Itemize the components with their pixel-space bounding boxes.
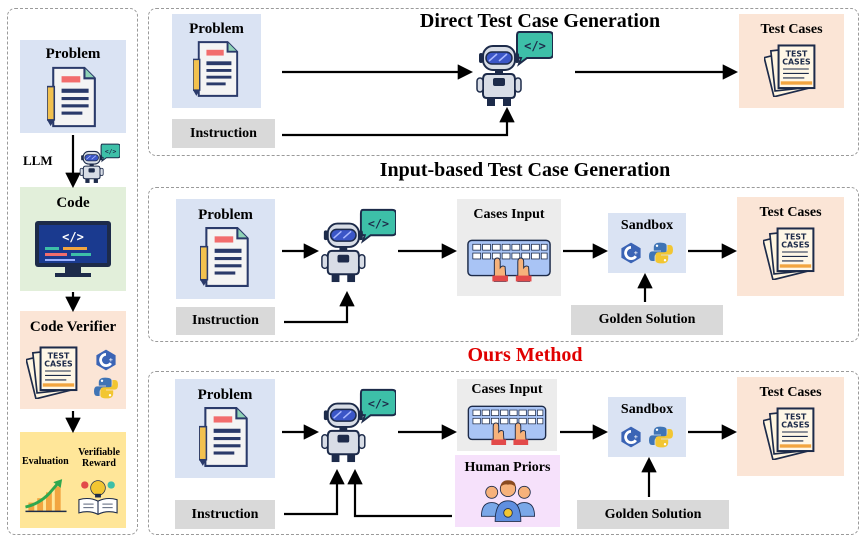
direct-test-cases-label: Test Cases xyxy=(760,22,823,37)
direct-title: Direct Test Case Generation xyxy=(419,10,661,32)
ours-problem-label: Problem xyxy=(197,387,253,403)
reward-book-icon xyxy=(76,476,120,516)
input-based-panel xyxy=(148,187,859,342)
ours-problem-document-icon xyxy=(199,406,251,468)
input-instruction-label: Instruction xyxy=(192,313,259,329)
ours-typing-hands-icon xyxy=(465,399,549,445)
ours-title: Ours Method xyxy=(467,344,583,366)
left-code-box: Code xyxy=(20,187,126,291)
ours-instruction-box: Instruction xyxy=(175,500,275,529)
input-instruction-box: Instruction xyxy=(176,307,275,335)
llm-label: LLM xyxy=(23,153,53,168)
verifiable-reward-label: Verifiable Reward xyxy=(78,447,120,469)
left-code-label: Code xyxy=(56,195,90,211)
input-cpp-icon xyxy=(619,241,643,265)
ours-sandbox-box: Sandbox xyxy=(608,397,686,457)
ours-python-icon xyxy=(649,425,673,449)
input-based-title: Input-based Test Case Generation xyxy=(379,159,671,181)
ours-problem-box: Problem xyxy=(175,379,275,478)
direct-problem-label: Problem xyxy=(189,21,244,37)
verifier-cpp-icon xyxy=(94,348,118,372)
ours-test-cases-box: Test Cases xyxy=(737,377,844,476)
input-problem-document-icon xyxy=(200,226,252,288)
input-golden-solution-label: Golden Solution xyxy=(598,312,696,328)
ours-cases-input-label: Cases Input xyxy=(471,382,543,397)
evaluation-label: Evaluation xyxy=(22,456,69,467)
direct-panel xyxy=(148,8,859,156)
ours-human-priors-label: Human Priors xyxy=(464,460,551,475)
verifier-test-cases-icon xyxy=(26,343,82,399)
direct-problem-box: Problem xyxy=(172,14,261,108)
direct-instruction-label: Instruction xyxy=(190,125,257,141)
ours-cpp-icon xyxy=(619,425,643,449)
input-robot-icon xyxy=(318,206,396,284)
input-test-cases-label: Test Cases xyxy=(759,205,822,220)
ours-human-priors-box: Human Priors xyxy=(455,455,560,527)
left-code-verifier-label: Code Verifier xyxy=(29,319,117,335)
left-problem-label: Problem xyxy=(45,46,101,62)
left-problem-box: Problem xyxy=(20,40,126,133)
direct-problem-document-icon xyxy=(193,40,241,98)
input-python-icon xyxy=(649,241,673,265)
verifier-python-icon xyxy=(94,376,118,400)
direct-robot-icon xyxy=(473,28,553,108)
ours-golden-solution-box: Golden Solution xyxy=(577,500,729,529)
input-sandbox-box: Sandbox xyxy=(608,213,686,273)
direct-test-cases-icon xyxy=(764,41,820,97)
ours-test-cases-icon xyxy=(763,404,819,460)
direct-test-cases-box: Test Cases xyxy=(739,14,844,108)
ours-sandbox-label: Sandbox xyxy=(620,402,674,417)
evaluation-growth-icon xyxy=(24,476,68,516)
ours-robot-icon xyxy=(318,386,396,464)
input-problem-box: Problem xyxy=(176,199,275,299)
input-test-cases-box: Test Cases xyxy=(737,197,844,296)
direct-instruction-box: Instruction xyxy=(172,119,275,148)
human-priors-people-icon xyxy=(478,478,538,522)
input-cases-input-label: Cases Input xyxy=(473,207,545,222)
code-monitor-icon xyxy=(33,218,113,280)
input-cases-input-box: Cases Input xyxy=(457,199,561,296)
problem-document-icon xyxy=(47,65,99,129)
ours-golden-solution-label: Golden Solution xyxy=(604,506,702,522)
input-golden-solution-box: Golden Solution xyxy=(571,305,723,335)
input-problem-label: Problem xyxy=(198,207,253,223)
ours-cases-input-box: Cases Input xyxy=(457,379,557,451)
ours-instruction-label: Instruction xyxy=(191,506,259,522)
input-sandbox-label: Sandbox xyxy=(620,218,674,233)
input-test-cases-icon xyxy=(763,224,819,280)
ours-test-cases-label: Test Cases xyxy=(759,385,822,400)
input-typing-hands-icon xyxy=(465,232,553,282)
ours-panel xyxy=(148,371,859,535)
left-panel xyxy=(7,8,138,535)
llm-robot-icon xyxy=(78,142,120,184)
